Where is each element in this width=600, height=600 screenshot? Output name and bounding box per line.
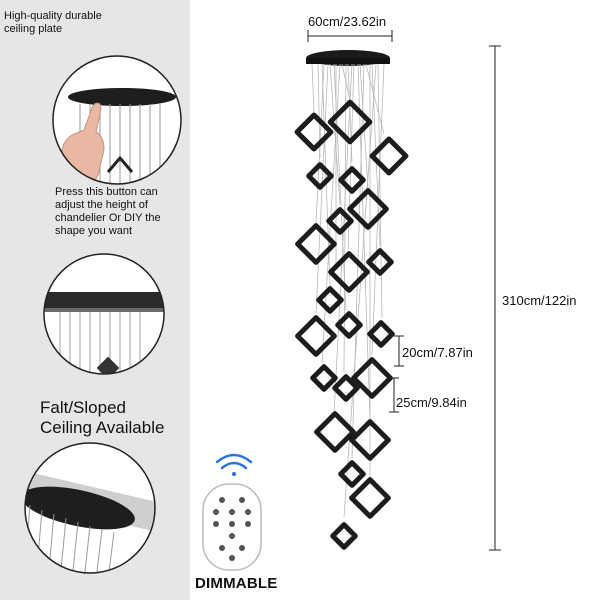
ceiling-plate-detail [52,55,182,185]
button-caption: Press this button can adjust the height … [55,186,161,237]
dimension-lines [307,30,501,551]
total-height-label: 310cm/122in [502,293,577,308]
plate-width-label: 60cm/23.62in [308,14,387,29]
chandelier [294,50,409,550]
wifi-signal-icon [215,453,253,476]
angled-ceiling-detail [24,442,156,574]
small-frame-label: 20cm/7.87in [402,345,473,360]
dimmable-label: DIMMABLE [195,575,278,592]
sloped-ceiling-detail [43,253,165,375]
sloped-ceiling-caption: Falt/Sloped Ceiling Available [40,398,165,437]
remote-control [202,453,262,571]
large-frame-label: 25cm/9.84in [396,395,467,410]
plate-caption: High-quality durable ceiling plate [4,10,102,35]
